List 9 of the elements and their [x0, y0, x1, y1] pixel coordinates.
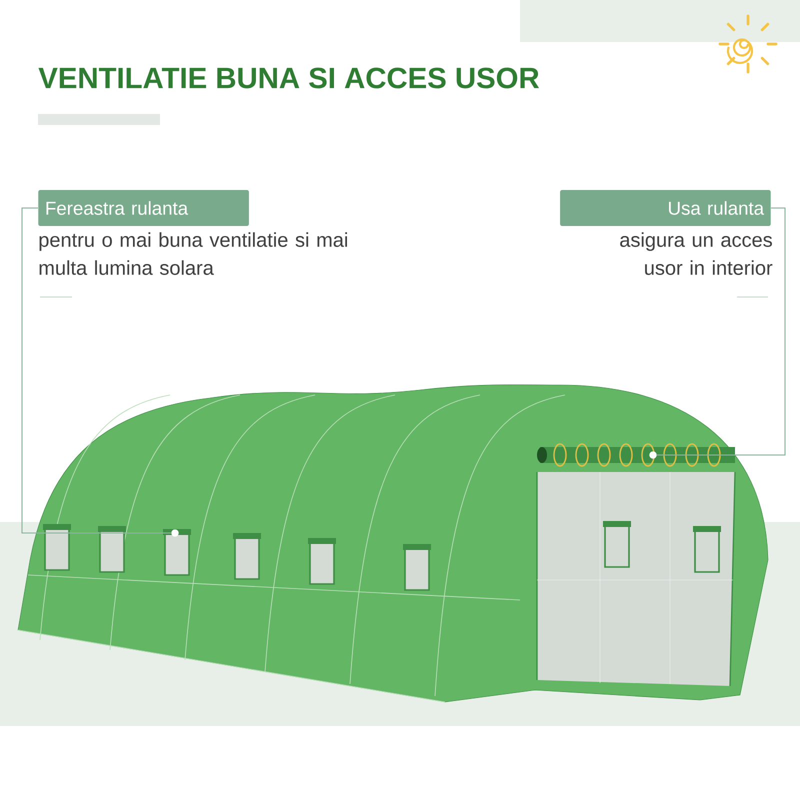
description: asigura un acces usor in interior [620, 232, 772, 275]
title: VENTILATIE BUNA SI ACCES USOR [38, 68, 540, 88]
description: pentru o mai buna ventilatie si mai multa lumina solara [40, 232, 347, 275]
leader-line [656, 207, 786, 456]
label-tag: Usa rulanta [560, 190, 771, 226]
leader-line [21, 207, 172, 534]
label-tag: Fereastra rulanta [38, 190, 249, 226]
marker-dot [649, 451, 657, 459]
marker-dot [171, 529, 179, 537]
